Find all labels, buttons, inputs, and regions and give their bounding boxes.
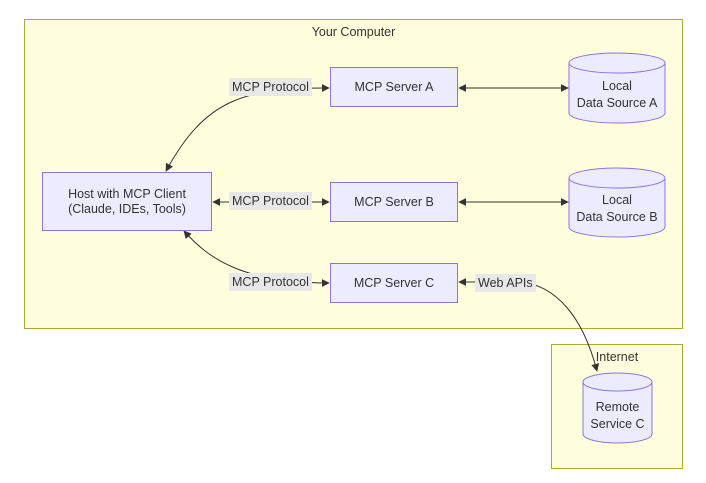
- edge-label-mcp-protocol-c: MCP Protocol: [229, 273, 312, 291]
- node-local-data-source-b-label: Local Data Source B: [569, 192, 665, 226]
- local-data-source-a-line2: Data Source A: [576, 96, 658, 110]
- node-host-label-line2: (Claude, IDEs, Tools): [68, 201, 186, 216]
- node-mcp-server-b-label: MCP Server B: [354, 194, 434, 209]
- node-host-with-mcp-client: Host with MCP Client (Claude, IDEs, Tool…: [42, 172, 212, 231]
- edge-label-mcp-protocol-b: MCP Protocol: [229, 192, 312, 210]
- group-internet-label: Internet: [595, 350, 639, 364]
- remote-service-c-line1: Remote: [595, 400, 640, 414]
- local-data-source-a-line1: Local: [602, 79, 632, 93]
- cylinder-local-data-source-b: [568, 167, 666, 238]
- edge-host-server-a: [165, 84, 330, 172]
- node-mcp-server-a: MCP Server A: [330, 67, 458, 107]
- remote-service-c-line2: Service C: [590, 417, 645, 431]
- node-mcp-server-b: MCP Server B: [330, 182, 458, 222]
- edge-label-mcp-protocol-a: MCP Protocol: [229, 78, 312, 96]
- group-your-computer-label: Your Computer: [311, 25, 396, 39]
- node-mcp-server-c: MCP Server C: [330, 263, 458, 303]
- node-host-label-line1: Host with MCP Client: [68, 186, 186, 201]
- node-remote-service-c-label: Remote Service C: [583, 399, 652, 433]
- node-mcp-server-a-label: MCP Server A: [354, 79, 434, 94]
- cylinder-remote-service-c: [582, 372, 653, 444]
- node-local-data-source-a-label: Local Data Source A: [569, 78, 665, 112]
- local-data-source-b-line1: Local: [602, 193, 632, 207]
- node-mcp-server-c-label: MCP Server C: [353, 275, 435, 290]
- local-data-source-b-line2: Data Source B: [576, 210, 658, 224]
- edge-label-web-apis: Web APIs: [475, 274, 536, 292]
- cylinder-local-data-source-a: [568, 52, 666, 124]
- edge-server-c-remote-service: [458, 278, 600, 372]
